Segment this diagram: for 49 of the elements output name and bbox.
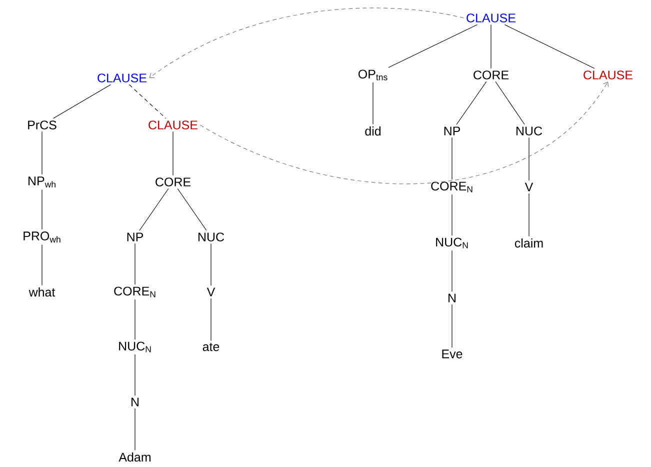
clause-label: CLAUSE xyxy=(98,74,146,82)
tree-branch xyxy=(128,84,166,119)
tree-label: CORE xyxy=(474,70,509,80)
tree-branch xyxy=(177,188,207,231)
tree-label: PrCS xyxy=(28,120,56,130)
clause-label: CLAUSE xyxy=(584,70,632,80)
tree-branch xyxy=(134,299,136,340)
tree-branch xyxy=(172,131,174,176)
tree-label: V xyxy=(524,182,534,192)
tree-label: OP$_{tns}$ xyxy=(358,70,388,80)
tree-branch xyxy=(528,137,530,181)
tree-branch xyxy=(504,24,595,69)
tree-label: did xyxy=(365,126,381,136)
tree-label: N xyxy=(132,398,138,406)
dashed-arrow xyxy=(149,8,464,78)
tree-branch xyxy=(134,354,136,396)
tree-label: NUC$_{N}$ xyxy=(119,342,151,352)
tree-label: NUC xyxy=(516,126,542,136)
tree-label: NP xyxy=(444,126,460,136)
tree-branch xyxy=(210,243,212,286)
tree-branch xyxy=(372,82,374,124)
clause-label: CLAUSE xyxy=(466,14,516,22)
tree-branch xyxy=(139,188,169,231)
dashed-arrow xyxy=(200,82,609,184)
tree-label: claim xyxy=(514,238,543,248)
tree-label: NP xyxy=(127,232,144,242)
tree-branch xyxy=(210,298,212,341)
tree-branch xyxy=(388,24,478,68)
tree-label: Adam xyxy=(118,452,150,462)
tree-label: N xyxy=(448,294,456,302)
tree-label: PRO$_{wh}$ xyxy=(24,232,60,242)
tree-branch xyxy=(134,408,136,450)
tree-label: CORE$_{N}$ xyxy=(114,286,156,298)
tree-label: CORE$_{N}$ xyxy=(431,182,472,192)
tree-label: V xyxy=(206,288,216,296)
tree-label: what xyxy=(28,287,56,297)
tree-label: Eve xyxy=(442,350,462,358)
tree-branch xyxy=(528,193,530,237)
tree-branch xyxy=(490,24,492,69)
tree-branch xyxy=(134,243,136,285)
clause-label: CLAUSE xyxy=(148,120,198,130)
tree-label: NUC xyxy=(198,232,224,242)
tree-branch xyxy=(456,81,487,125)
tree-branch xyxy=(495,81,525,125)
tree-label: CORE xyxy=(156,178,191,186)
tree-label: NP$_{wh}$ xyxy=(28,176,56,188)
tree-branch xyxy=(52,84,112,119)
tree-label: NUC$_{N}$ xyxy=(436,238,468,248)
tree-label: ate xyxy=(202,342,220,352)
